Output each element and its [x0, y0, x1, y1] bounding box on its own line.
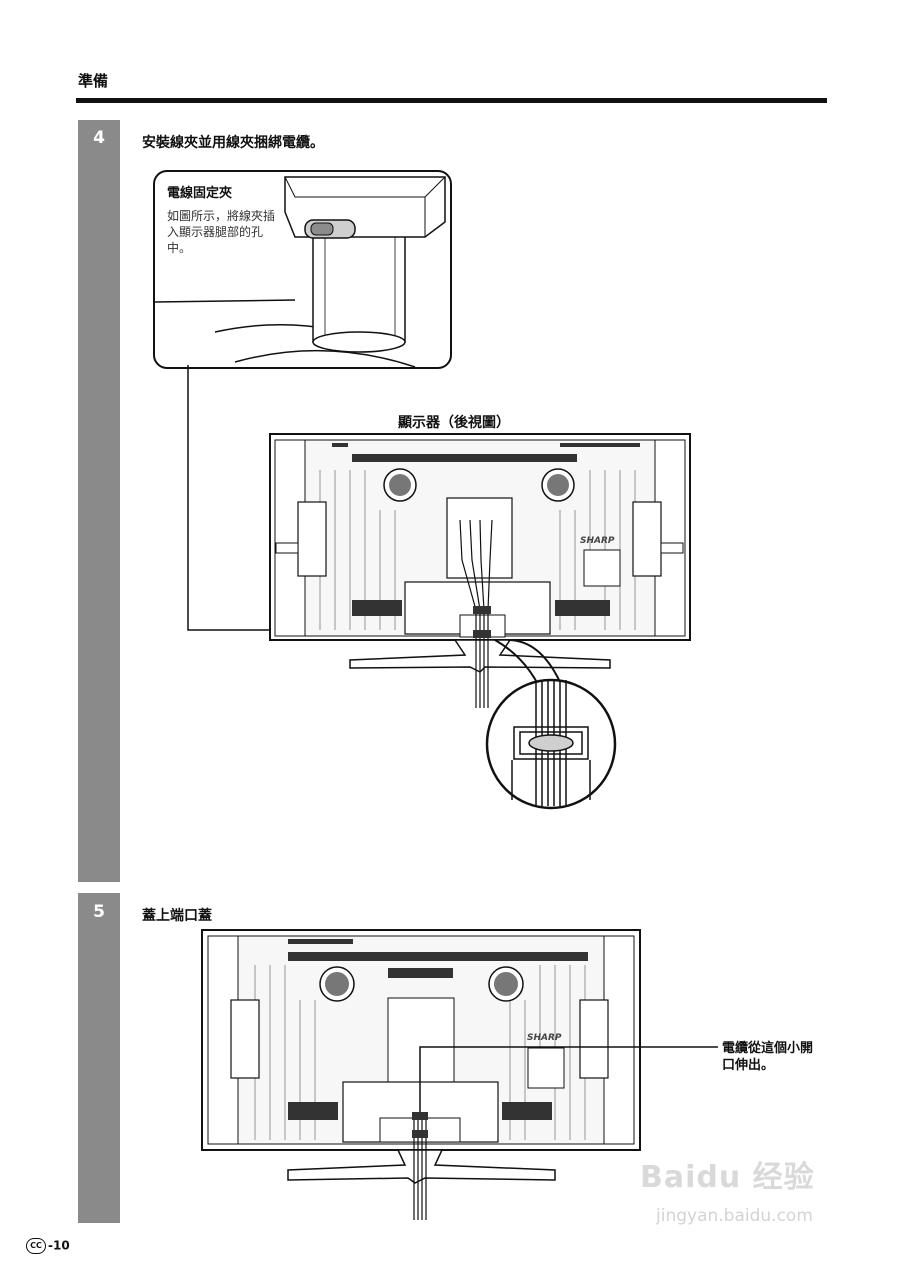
callout-body: 如圖所示，將線夾插入顯示器腿部的孔中。: [167, 209, 276, 255]
step-5-bar: [78, 893, 120, 1223]
step-4-text: 安裝線夾並用線夾捆綁電纜。: [142, 135, 324, 151]
page-number: -10: [48, 1238, 70, 1253]
watermark-logo: Baidu 经验: [640, 1160, 815, 1195]
brand-label-2: SHARP: [527, 1033, 562, 1043]
watermark-url: jingyan.baidu.com: [656, 1206, 813, 1226]
cable-clip-callout: 電線固定夾 如圖所示，將線夾插入顯示器腿部的孔中。: [153, 170, 452, 369]
leg-clip-illustration: [155, 176, 446, 367]
brand-label-1: SHARP: [580, 536, 615, 546]
cable-opening-note: 電纜從這個小開口伸出。: [722, 1041, 814, 1073]
step-4-bar: [78, 120, 120, 882]
section-title: 準備: [78, 72, 109, 90]
page-footer: CC-10: [26, 1238, 70, 1254]
header-rule: [76, 98, 827, 103]
step-4-number: 4: [93, 128, 105, 148]
rear-view-title: 顯示器（後視圖）: [398, 415, 510, 431]
step-5-text: 蓋上端口蓋: [142, 908, 212, 924]
callout-title: 電線固定夾: [167, 186, 233, 201]
cc-language-icon: CC: [26, 1238, 46, 1254]
step-5-number: 5: [93, 902, 105, 922]
